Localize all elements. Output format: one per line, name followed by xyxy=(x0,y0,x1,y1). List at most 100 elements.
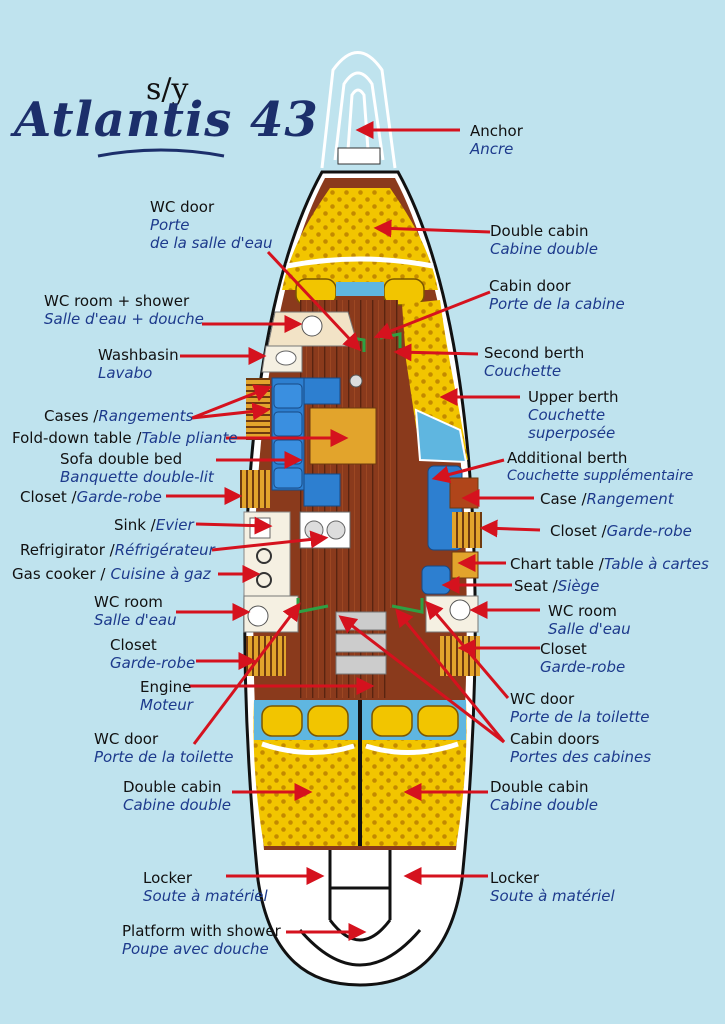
label-locker-left-en: Locker xyxy=(143,869,193,887)
label-wc-room-shower: WC room + shower Salle d'eau + douche xyxy=(44,292,204,328)
label-engine: Engine Moteur xyxy=(140,678,193,714)
label-closet-left-en: Closet / xyxy=(20,488,77,506)
closet-starboard xyxy=(452,512,482,548)
label-closet-right-en: Closet / xyxy=(550,522,607,540)
closet-aft-port xyxy=(246,636,286,676)
aft-cabin-pillows xyxy=(254,700,466,755)
label-chart-table: Chart table /Table à cartes xyxy=(510,555,709,573)
label-cabin-door: Cabin door Porte de la cabine xyxy=(489,277,625,313)
label-double-cabin-fwd-en: Double cabin xyxy=(490,222,589,240)
label-second-berth-en: Second berth xyxy=(484,344,585,362)
label-second-berth-fr: Couchette xyxy=(484,362,562,380)
label-chart-table-en: Chart table / xyxy=(510,555,604,573)
label-seat-fr: Siège xyxy=(557,577,600,595)
label-anchor-en: Anchor xyxy=(470,122,523,140)
label-wc-room-left-fr: Salle d'eau xyxy=(94,611,177,629)
label-chart-table-fr: Table à cartes xyxy=(603,555,709,573)
anchor-well xyxy=(337,147,381,165)
label-wc-room-shower-fr: Salle d'eau + douche xyxy=(44,310,204,328)
label-sofa-bed-fr: Banquette double-lit xyxy=(60,468,214,486)
label-wc-door-left-en: WC door xyxy=(94,730,159,748)
label-sofa-bed: Sofa double bed Banquette double-lit xyxy=(60,450,214,486)
label-wc-room-left: WC room Salle d'eau xyxy=(94,593,177,629)
label-closet-left-fr: Garde-robe xyxy=(76,488,162,506)
chart-table xyxy=(451,551,479,579)
sink xyxy=(249,517,271,539)
label-engine-fr: Moteur xyxy=(140,696,193,714)
mast xyxy=(349,374,363,388)
label-upper-berth: Upper berth Couchette superposée xyxy=(528,388,619,442)
label-double-cabin-aft-left-fr: Cabine double xyxy=(123,796,231,814)
label-sink-en: Sink / xyxy=(114,516,156,534)
label-upper-berth-en: Upper berth xyxy=(528,388,619,406)
label-refrigerator-fr: Réfrigérateur xyxy=(114,541,215,559)
label-cabin-door-en: Cabin door xyxy=(489,277,571,295)
label-locker-right: Locker Soute à matériel xyxy=(490,869,615,905)
label-fold-table: Fold-down table /Table pliante xyxy=(12,429,238,447)
title-prefix: s/y xyxy=(146,72,189,107)
label-refrigerator: Refrigirator /Réfrigérateur xyxy=(20,541,215,559)
label-wc-door-top-en: WC door xyxy=(150,198,215,216)
label-washbasin: Washbasin Lavabo xyxy=(98,346,179,382)
boat-name-title: Atlantis 43 xyxy=(14,92,319,148)
label-double-cabin-fwd-fr: Cabine double xyxy=(490,240,598,258)
label-additional-berth-fr: Couchette supplémentaire xyxy=(507,468,694,484)
label-refrigerator-en: Refrigirator / xyxy=(20,541,115,559)
label-double-cabin-fwd: Double cabin Cabine double xyxy=(490,222,598,258)
label-upper-berth-fr2: superposée xyxy=(528,424,616,442)
label-upper-berth-fr1: Couchette xyxy=(528,406,606,424)
label-seat-en: Seat / xyxy=(514,577,558,595)
label-gas-cooker-en: Gas cooker / xyxy=(12,565,106,583)
label-closet-aft-left: Closet Garde-robe xyxy=(110,636,195,672)
label-wc-door-top: WC door Porte de la salle d'eau xyxy=(150,198,273,252)
label-fold-table-fr: Table pliante xyxy=(141,429,238,447)
forward-cabin-pillows xyxy=(295,278,425,306)
label-closet-right-fr: Garde-robe xyxy=(606,522,692,540)
label-locker-left: Locker Soute à matériel xyxy=(143,869,268,905)
upper-berth xyxy=(414,408,468,464)
label-locker-right-en: Locker xyxy=(490,869,540,887)
label-closet-aft-left-fr: Garde-robe xyxy=(110,654,196,672)
label-closet-aft-right: Closet Garde-robe xyxy=(540,640,625,676)
label-closet-left: Closet /Garde-robe xyxy=(20,488,162,506)
label-wc-door-top-fr1: Porte xyxy=(150,216,190,234)
title-underline xyxy=(97,148,225,158)
label-wc-room-shower-en: WC room + shower xyxy=(44,292,190,310)
label-double-cabin-aft-right-fr: Cabine double xyxy=(490,796,598,814)
label-platform-fr: Poupe avec douche xyxy=(122,940,269,958)
label-anchor: Anchor Ancre xyxy=(470,122,523,158)
pointer-arrows xyxy=(166,121,541,941)
label-double-cabin-aft-left: Double cabin Cabine double xyxy=(123,778,231,814)
label-wc-door-top-fr2: de la salle d'eau xyxy=(150,234,273,252)
label-wc-room-right-fr: Salle d'eau xyxy=(548,620,631,638)
label-seat: Seat /Siège xyxy=(514,577,599,595)
label-sink: Sink /Evier xyxy=(114,516,194,534)
label-double-cabin-aft-right-en: Double cabin xyxy=(490,778,589,796)
aft-cabins-divider xyxy=(358,700,362,846)
label-case-right: Case /Rangement xyxy=(540,490,674,508)
label-fold-table-en: Fold-down table / xyxy=(12,429,142,447)
label-case-right-en: Case / xyxy=(540,490,587,508)
label-sink-fr: Evier xyxy=(155,516,194,534)
label-cabin-door-fr: Porte de la cabine xyxy=(489,295,625,313)
label-platform-en: Platform with shower xyxy=(122,922,281,940)
label-washbasin-en: Washbasin xyxy=(98,346,179,364)
label-case-right-fr: Rangement xyxy=(586,490,674,508)
toilet-fwd xyxy=(301,315,323,337)
label-locker-left-fr: Soute à matériel xyxy=(143,887,268,905)
label-cases: Cases /Rangements xyxy=(44,407,193,425)
label-cases-en: Cases / xyxy=(44,407,99,425)
label-sofa-bed-en: Sofa double bed xyxy=(60,450,183,468)
label-locker-right-fr: Soute à matériel xyxy=(490,887,615,905)
label-wc-door-right-en: WC door xyxy=(510,690,575,708)
forward-double-cabin xyxy=(282,188,438,290)
label-wc-door-right-fr: Porte de la toilette xyxy=(510,708,650,726)
seat xyxy=(421,565,451,595)
label-cabin-doors-en: Cabin doors xyxy=(510,730,600,748)
fold-down-table xyxy=(309,407,377,465)
label-closet-right: Closet /Garde-robe xyxy=(550,522,692,540)
label-wc-room-left-en: WC room xyxy=(94,593,163,611)
label-gas-cooker-fr: Cuisine à gaz xyxy=(110,565,211,583)
case-starboard xyxy=(449,477,479,509)
closet-port xyxy=(240,470,270,508)
